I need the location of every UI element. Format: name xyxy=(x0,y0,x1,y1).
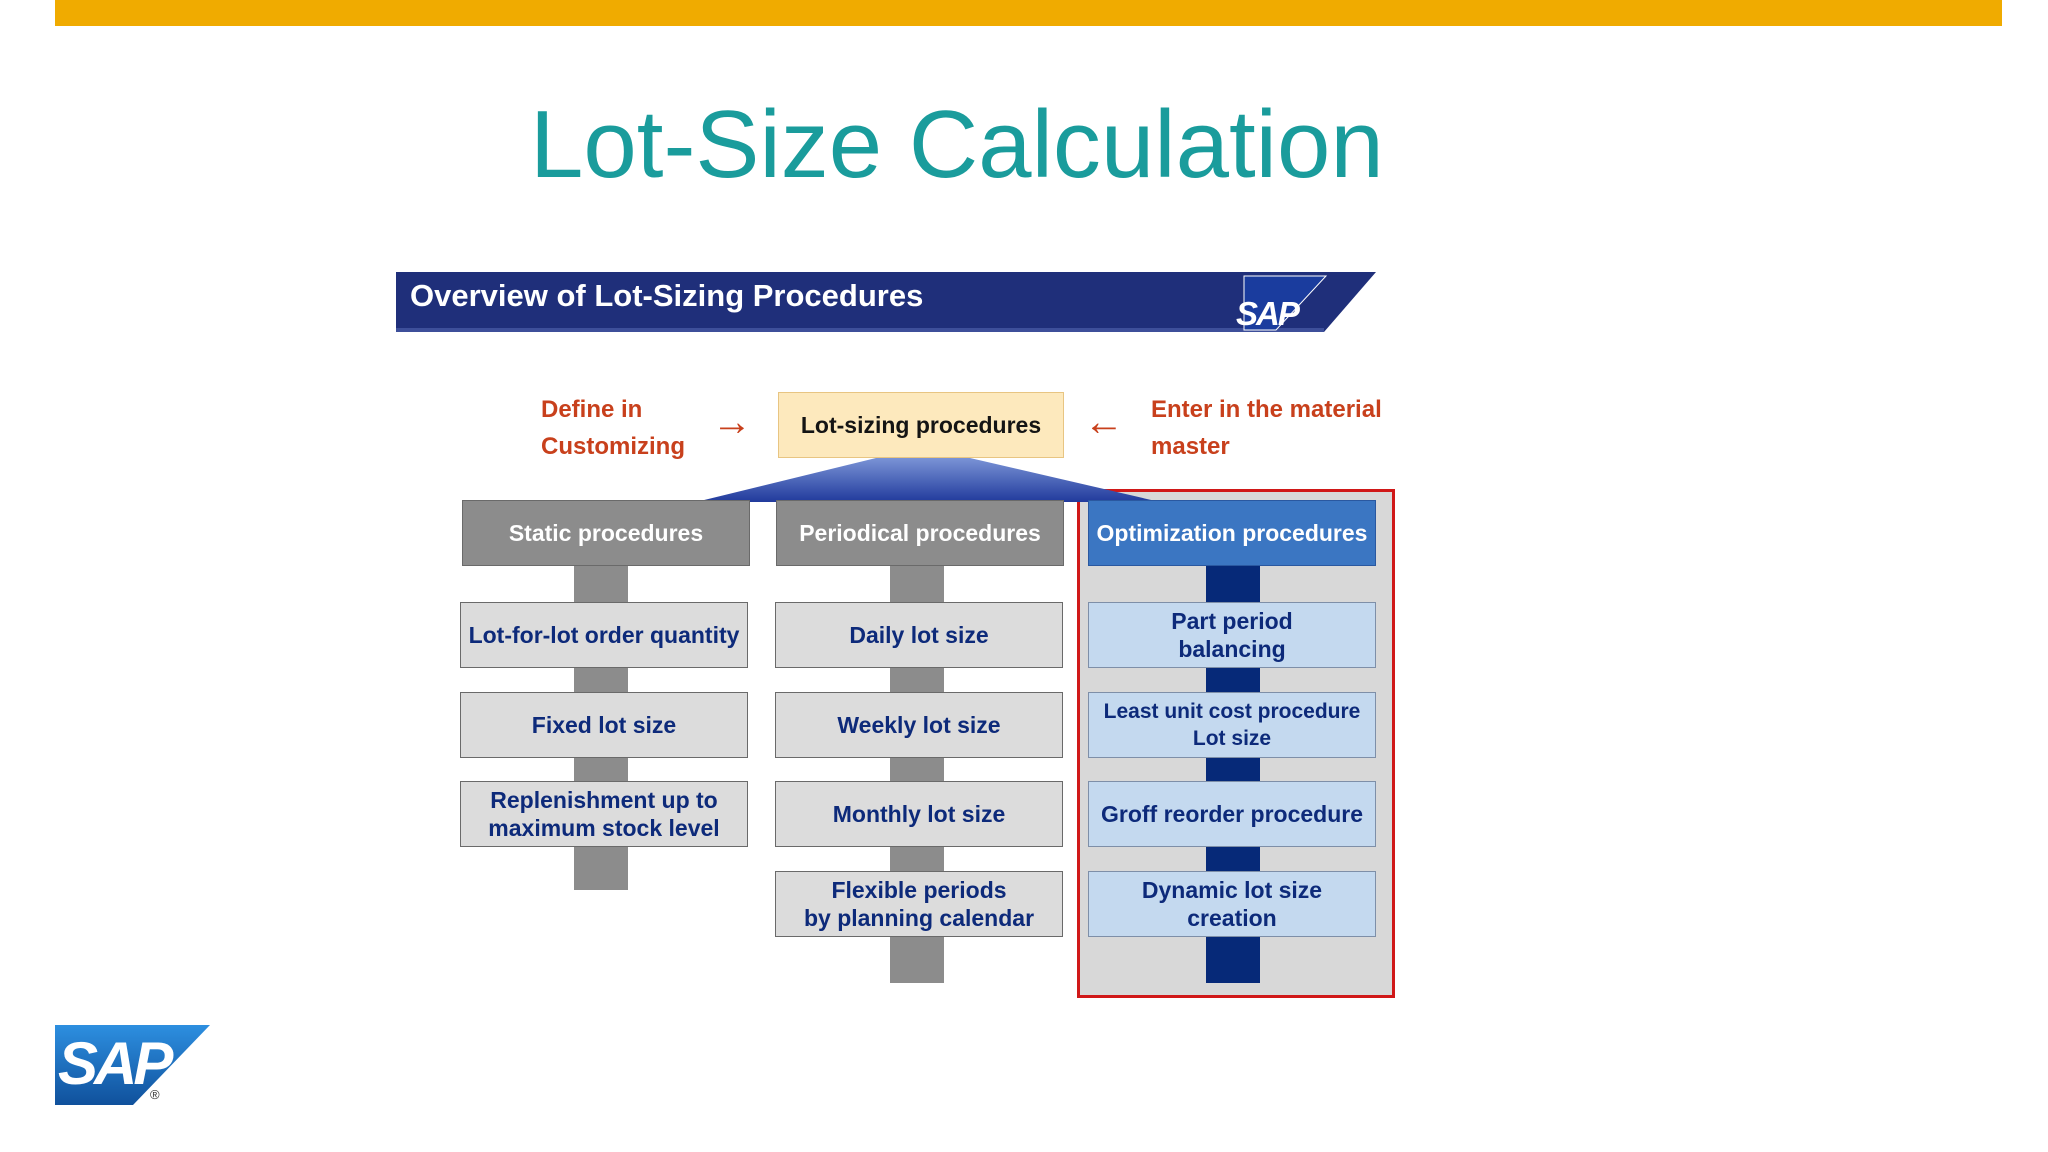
page-title: Lot-Size Calculation xyxy=(530,91,1384,198)
registered-mark: ® xyxy=(150,1087,160,1102)
arrow-left-icon: ← xyxy=(1084,400,1124,444)
enter-in-material-master-note: Enter in the material master xyxy=(1151,396,1382,460)
replenishment-max-stock-box: Replenishment up to maximum stock level xyxy=(460,781,748,847)
dynamic-lot-size-creation-box: Dynamic lot size creation xyxy=(1088,871,1376,937)
arrow-right-icon: → xyxy=(712,400,752,444)
static-procedures-header: Static procedures xyxy=(462,500,750,566)
optimization-procedures-header: Optimization procedures xyxy=(1088,500,1376,566)
flexible-periods-box: Flexible periods by planning calendar xyxy=(775,871,1063,937)
fixed-lot-size-box: Fixed lot size xyxy=(460,692,748,758)
periodical-procedures-header: Periodical procedures xyxy=(776,500,1064,566)
banner-logo-badge xyxy=(1243,275,1328,331)
monthly-lot-size-box: Monthly lot size xyxy=(775,781,1063,847)
fan-connector xyxy=(696,458,1160,502)
sap-logo-text: SAP xyxy=(58,1030,173,1097)
least-unit-cost-box: Least unit cost procedure Lot size xyxy=(1088,692,1376,758)
define-in-customizing-note: Define in Customizing xyxy=(541,396,685,460)
part-period-balancing-box: Part period balancing xyxy=(1088,602,1376,668)
daily-lot-size-box: Daily lot size xyxy=(775,602,1063,668)
lot-for-lot-order-quantity-box: Lot-for-lot order quantity xyxy=(460,602,748,668)
top-accent-bar xyxy=(55,0,2002,26)
sap-logo-badge xyxy=(55,1025,210,1105)
weekly-lot-size-box: Weekly lot size xyxy=(775,692,1063,758)
lot-sizing-procedures-box: Lot-sizing procedures xyxy=(778,392,1064,458)
banner-title: Overview of Lot-Sizing Procedures xyxy=(410,278,924,313)
banner-ribbon xyxy=(396,272,1376,332)
groff-reorder-procedure-box: Groff reorder procedure xyxy=(1088,781,1376,847)
banner-sap-logo: SAP xyxy=(1236,295,1300,332)
